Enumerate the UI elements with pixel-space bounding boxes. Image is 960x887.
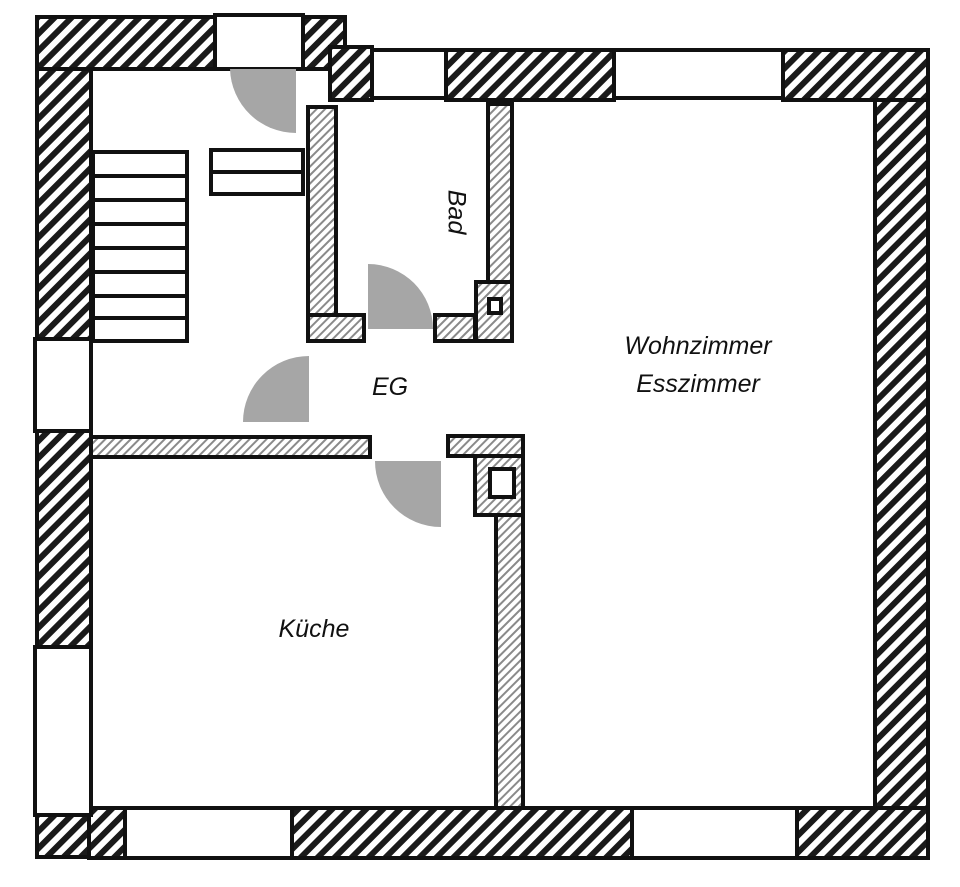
bath-wall-bottom-left xyxy=(306,313,366,343)
wall-top-left-b xyxy=(301,15,347,71)
wall-right xyxy=(873,98,930,810)
stair-step xyxy=(91,150,189,178)
windows xyxy=(33,13,799,860)
wall-left-a xyxy=(35,67,93,341)
wardrobe-shelf xyxy=(209,170,305,196)
door-swing-bathroom xyxy=(368,264,433,329)
wall-top-step xyxy=(328,45,374,102)
wall-top-right xyxy=(781,48,930,102)
stair-step xyxy=(91,270,189,298)
window-left-hall xyxy=(33,337,93,433)
wall-top-mid-a xyxy=(444,48,616,102)
stair-step xyxy=(91,222,189,250)
bath-wall-right xyxy=(486,102,514,284)
stair-step xyxy=(91,198,189,226)
window-top-left xyxy=(213,13,305,71)
wardrobe xyxy=(209,148,305,196)
wall-bottom-a xyxy=(87,806,127,860)
hall-wall-stub xyxy=(446,434,525,458)
stair-step xyxy=(91,246,189,274)
window-bottom-kitchen xyxy=(123,806,294,860)
room-label-bathroom: Bad xyxy=(442,190,470,236)
wardrobe-shelf xyxy=(209,148,305,174)
stair-step xyxy=(91,174,189,202)
room-label-kitchen: Küche xyxy=(279,615,350,643)
staircase xyxy=(91,150,189,343)
bath-wall-left xyxy=(306,105,338,317)
door-swing-kitchen xyxy=(375,461,441,527)
room-label-living-line2: Esszimmer xyxy=(636,370,761,398)
window-left-kitchen xyxy=(33,645,93,817)
wall-left-b xyxy=(35,429,93,649)
window-bottom-living xyxy=(630,806,799,860)
doors xyxy=(230,69,441,527)
kitchen-living-wall xyxy=(494,513,525,810)
kitchen-wall-top xyxy=(89,435,372,459)
window-top-living xyxy=(612,48,785,100)
stair-step xyxy=(91,294,189,320)
flue-upper xyxy=(487,297,503,315)
door-swing-entrance xyxy=(230,69,296,133)
interior-walls xyxy=(89,102,525,810)
bath-wall-bottom-right xyxy=(433,313,477,343)
wall-bottom-c xyxy=(795,806,930,860)
window-top-bath xyxy=(370,48,448,100)
wall-top-left-a xyxy=(35,15,217,71)
flue-lower xyxy=(488,467,516,499)
room-label-living-line1: Wohnzimmer xyxy=(624,332,773,360)
wall-bottom-b xyxy=(290,806,634,860)
flues xyxy=(487,297,516,499)
door-swing-hall xyxy=(243,356,309,422)
exterior-walls xyxy=(35,15,930,860)
stair-step xyxy=(91,316,189,343)
wall-left-c xyxy=(35,813,93,859)
floor-label: EG xyxy=(372,373,408,401)
